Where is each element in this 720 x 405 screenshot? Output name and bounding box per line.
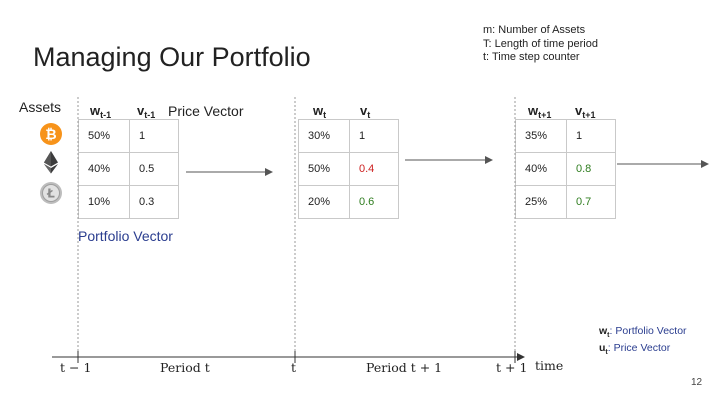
table-row: 40% 0.5: [78, 152, 179, 186]
litecoin-icon: Ł: [40, 182, 62, 204]
price-cell: 0.5: [129, 152, 179, 186]
header-w-t-minus-1: wt-1: [90, 103, 112, 120]
price-cell: 0.7: [566, 185, 616, 219]
table-row: 30% 1: [298, 119, 399, 153]
weight-cell: 35%: [515, 119, 567, 153]
tick-label-t: t: [291, 360, 297, 375]
table-row: 40% 0.8: [515, 152, 616, 186]
svg-text:₿: ₿: [45, 127, 56, 143]
price-cell: 0.3: [129, 185, 179, 219]
table-row: 25% 0.7: [515, 185, 616, 219]
note-m: m: Number of Assets: [483, 24, 586, 36]
header-v-t-plus-1: vt+1: [575, 103, 596, 120]
assets-label: Assets: [19, 99, 62, 115]
notation-notes: m: Number of Assets T: Length of time pe…: [483, 24, 598, 65]
note-T: T: Length of time period: [483, 37, 598, 50]
table-row: 50% 1: [78, 119, 179, 153]
price-vector-label: Price Vector: [168, 103, 244, 119]
portfolio-table-t-minus-1: 50% 1 40% 0.5 10% 0.3: [78, 119, 179, 219]
note-t: t: Time step counter: [483, 51, 580, 63]
price-cell: 0.4: [349, 152, 399, 186]
header-w-t: wt: [313, 103, 327, 120]
weight-cell: 20%: [298, 185, 350, 219]
bitcoin-icon: ₿: [40, 123, 62, 145]
table-row: 10% 0.3: [78, 185, 179, 219]
portfolio-table-t: 30% 1 50% 0.4 20% 0.6: [298, 119, 399, 219]
svg-text:Ł: Ł: [46, 187, 55, 201]
weight-cell: 40%: [515, 152, 567, 186]
portfolio-vector-label: Portfolio Vector: [78, 228, 173, 244]
portfolio-table-t-plus-1: 35% 1 40% 0.8 25% 0.7: [515, 119, 616, 219]
header-v-t-minus-1: vt-1: [137, 103, 156, 120]
table-row: 50% 0.4: [298, 152, 399, 186]
period-label-t: Period t: [160, 360, 210, 375]
price-cell: 0.6: [349, 185, 399, 219]
price-cell: 1: [349, 119, 399, 153]
price-cell: 1: [129, 119, 179, 153]
page-number: 12: [691, 377, 703, 388]
tick-label-t-plus-1: t + 1: [496, 360, 528, 375]
header-w-t-plus-1: wt+1: [528, 103, 552, 120]
symbol-legend: wt: Portfolio Vector ut: Price Vector: [599, 325, 687, 359]
legend-portfolio-vector: wt: Portfolio Vector: [599, 325, 687, 340]
legend-price-vector: ut: Price Vector: [599, 342, 671, 357]
ethereum-icon: [44, 151, 58, 174]
weight-cell: 40%: [78, 152, 130, 186]
time-axis-label: time: [535, 358, 564, 373]
slide-title: Managing Our Portfolio: [33, 42, 311, 72]
header-v-t: vt: [360, 103, 371, 120]
table-row: 35% 1: [515, 119, 616, 153]
weight-cell: 10%: [78, 185, 130, 219]
period-label-t-plus-1: Period t + 1: [366, 360, 443, 375]
table-row: 20% 0.6: [298, 185, 399, 219]
tick-label-t-minus-1: t − 1: [60, 360, 92, 375]
